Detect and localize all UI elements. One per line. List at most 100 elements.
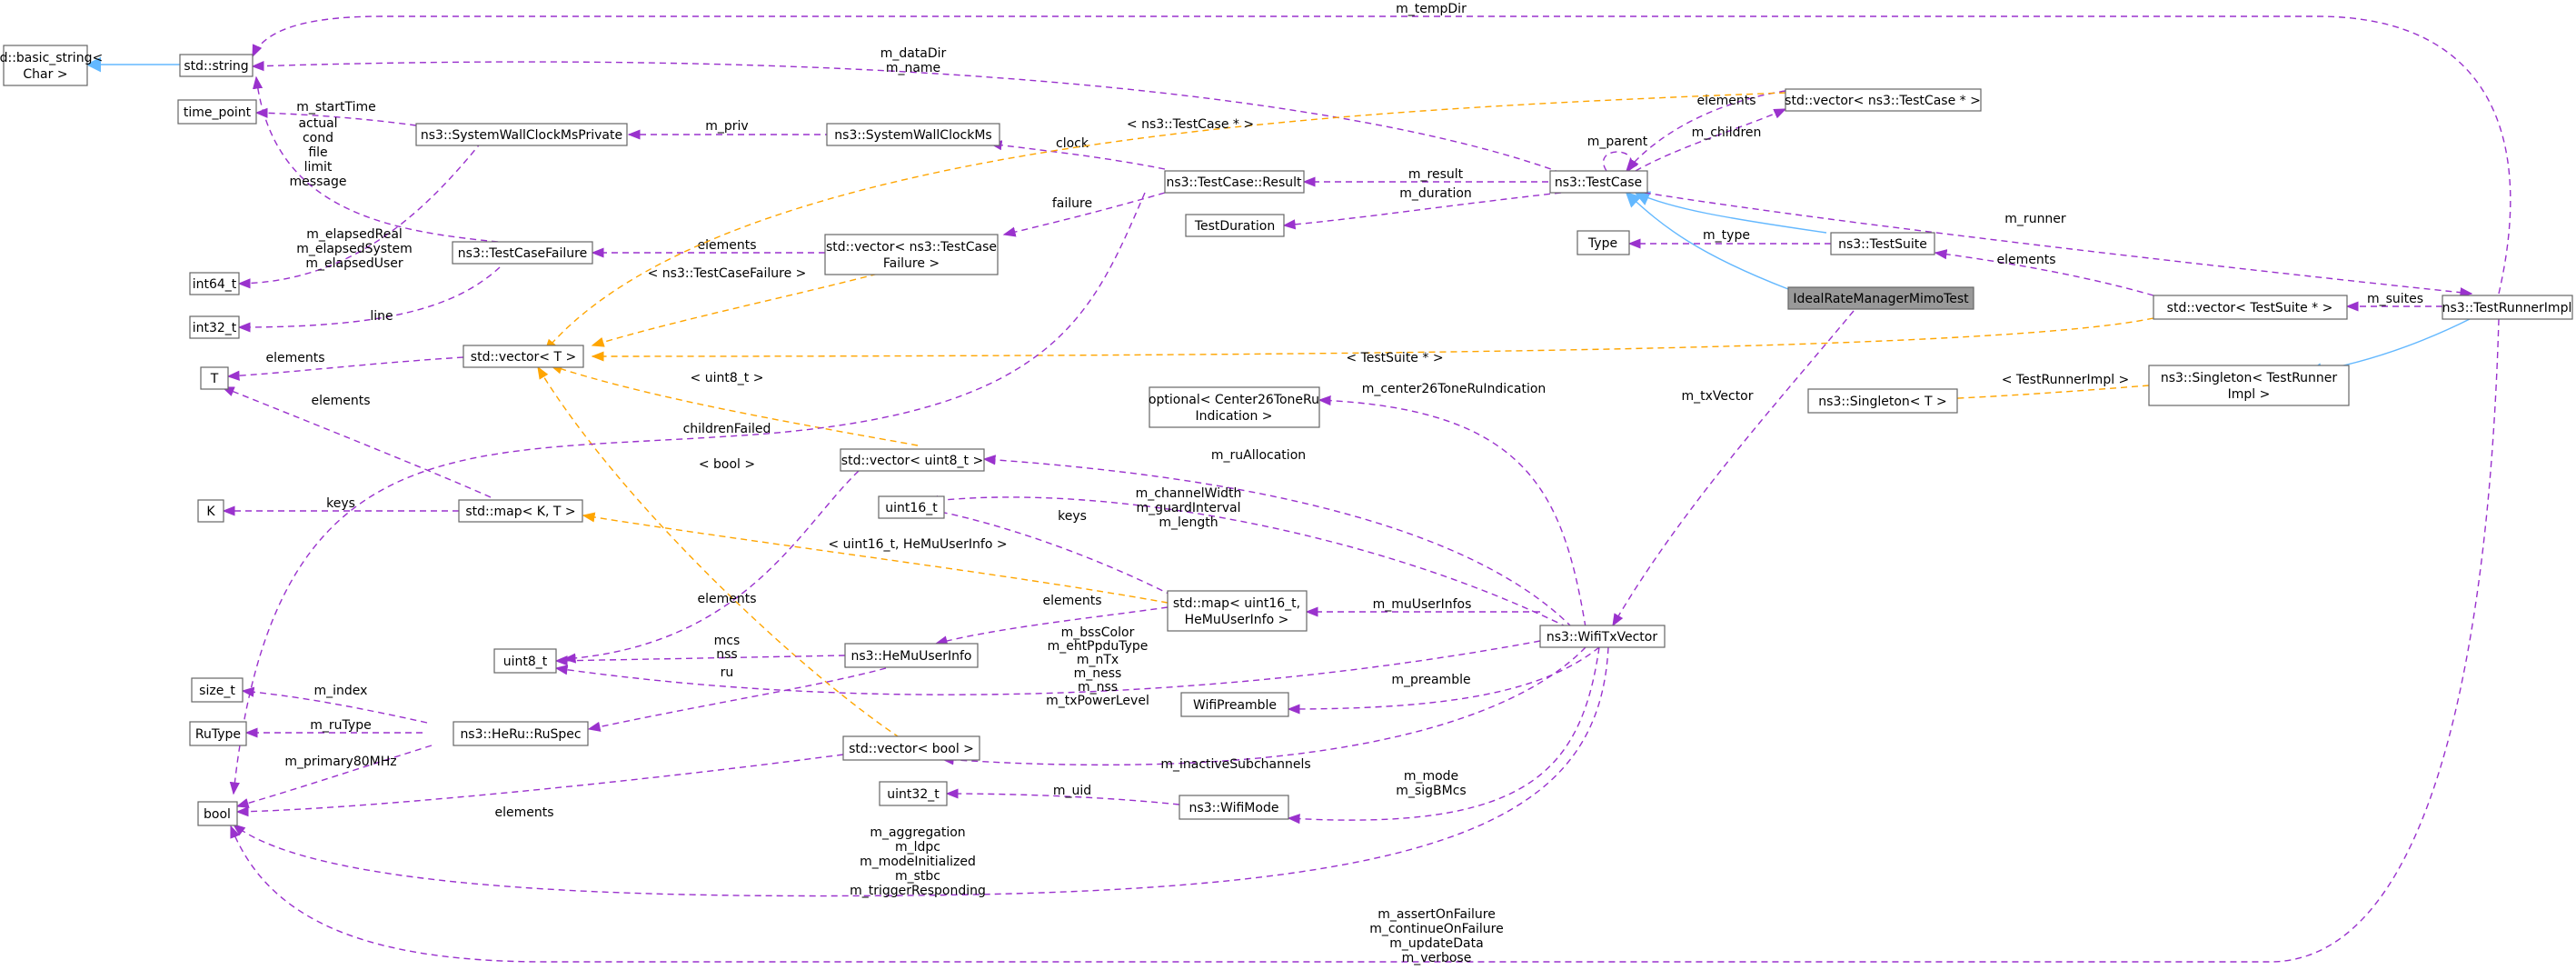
node-uint16[interactable]: uint16_t xyxy=(878,495,945,519)
svg-text:ns3::WifiMode: ns3::WifiMode xyxy=(1189,801,1279,815)
edge-mapu16-to-hemui: elements xyxy=(934,594,1169,646)
node-he-ru-spec[interactable]: ns3::HeRu::RuSpec xyxy=(453,721,589,746)
node-test-case-failure[interactable]: ns3::TestCaseFailure xyxy=(452,241,593,265)
svg-text:elements: elements xyxy=(311,394,370,408)
edge-uint16-to-mapu16: keys xyxy=(925,505,1173,596)
node-size-t[interactable]: size_t xyxy=(191,677,244,703)
node-test-case-result[interactable]: ns3::TestCase::Result xyxy=(1164,170,1305,194)
svg-text:int32_t: int32_t xyxy=(193,321,237,335)
node-uint8[interactable]: uint8_t xyxy=(493,648,557,674)
node-T[interactable]: T xyxy=(200,366,229,390)
edge-type-to-testsuite: m_type xyxy=(1627,228,1831,249)
svg-text:uint8_t: uint8_t xyxy=(503,655,548,669)
svg-text:< TestRunnerImpl >: < TestRunnerImpl > xyxy=(2002,373,2130,387)
edge-uint32-to-wmode: m_uid xyxy=(945,784,1180,805)
svg-text:ns3::WifiTxVector: ns3::WifiTxVector xyxy=(1547,630,1657,645)
svg-text:TestDuration: TestDuration xyxy=(1194,219,1275,234)
node-vector-test-suite-ptr[interactable]: std::vector< TestSuite * > xyxy=(2153,295,2348,320)
node-test-duration[interactable]: TestDuration xyxy=(1185,214,1285,237)
edge-vect-to-vecbool: < bool > xyxy=(537,365,910,745)
svg-text:m_type: m_type xyxy=(1703,228,1750,243)
node-vector-test-case-ptr[interactable]: std::vector< ns3::TestCase * > xyxy=(1785,88,1982,112)
node-test-suite[interactable]: ns3::TestSuite xyxy=(1830,232,1935,255)
node-map-uint16-hemuuserinfo[interactable]: std::map< uint16_t,HeMuUserInfo > xyxy=(1167,590,1308,632)
svg-text:elements: elements xyxy=(1996,253,2055,267)
edge-txvec-to-vecbool: m_inactiveSubchannels xyxy=(940,646,1586,772)
edge-irm-to-txvec: m_txVector xyxy=(1612,310,1855,627)
svg-text:std::vector< bool >: std::vector< bool > xyxy=(849,742,974,756)
svg-text:clock: clock xyxy=(1056,136,1089,151)
svg-text:std::map< K, T >: std::map< K, T > xyxy=(465,505,575,519)
edge-mapkt-to-mapu16: < uint16_t, HeMuUserInfo > xyxy=(582,512,1169,604)
svg-text:ns3::SystemWallClockMs: ns3::SystemWallClockMs xyxy=(834,128,991,143)
edge-vectcf-to-result: failure xyxy=(1002,192,1166,237)
edge-trimpl-inherits-singtr xyxy=(2306,317,2472,378)
edge-uint8-to-vecu8: elements xyxy=(562,470,860,664)
node-singleton-T[interactable]: ns3::Singleton< T > xyxy=(1807,388,1958,414)
node-vector-uint8[interactable]: std::vector< uint8_t > xyxy=(840,448,985,472)
node-uint32[interactable]: uint32_t xyxy=(879,781,948,806)
node-system-wall-clock-ms-private[interactable]: ns3::SystemWallClockMsPrivate xyxy=(415,123,628,146)
edge-irm-inherits-testcase xyxy=(1625,191,1789,290)
edge-txvec-to-vecu8: m_ruAllocation xyxy=(982,448,1573,628)
edge-vects-to-trimpl: m_suites xyxy=(2345,292,2442,312)
node-wifi-tx-vector[interactable]: ns3::WifiTxVector xyxy=(1539,625,1666,648)
edge-rutype-to-heru: m_ruType xyxy=(244,718,423,738)
edge-tdur-to-testcase: m_duration xyxy=(1282,186,1562,230)
node-int32[interactable]: int32_t xyxy=(189,315,240,339)
svg-text:m_muUserInfos: m_muUserInfos xyxy=(1373,597,1472,612)
svg-text:< ns3::TestCase * >: < ns3::TestCase * > xyxy=(1127,117,1254,132)
node-wifi-mode[interactable]: ns3::WifiMode xyxy=(1179,795,1289,820)
node-vector-T[interactable]: std::vector< T > xyxy=(462,345,584,368)
svg-text:elements: elements xyxy=(265,351,324,365)
node-he-mu-user-info[interactable]: ns3::HeMuUserInfo xyxy=(844,643,979,668)
svg-text:m_startTime: m_startTime xyxy=(296,100,376,115)
node-test-case[interactable]: ns3::TestCase xyxy=(1549,170,1648,194)
node-int64[interactable]: int64_t xyxy=(189,272,240,295)
node-system-wall-clock-ms[interactable]: ns3::SystemWallClockMs xyxy=(826,123,1000,146)
node-vector-bool[interactable]: std::vector< bool > xyxy=(842,735,980,761)
node-bool[interactable]: bool xyxy=(197,801,238,826)
svg-text:< uint8_t >: < uint8_t > xyxy=(691,371,764,385)
node-K[interactable]: K xyxy=(197,499,224,523)
edge-tcf-to-vectcf: elements xyxy=(591,238,825,258)
svg-text:size_t: size_t xyxy=(199,684,235,698)
svg-text:m_runner: m_runner xyxy=(2004,212,2066,226)
node-time-point[interactable]: time_point xyxy=(177,99,257,125)
edge-bool-to-result: childrenFailed xyxy=(229,192,1146,795)
svg-text:m_index: m_index xyxy=(314,684,368,698)
svg-text:ns3::TestCase::Result: ns3::TestCase::Result xyxy=(1166,175,1302,190)
svg-text:failure: failure xyxy=(1052,196,1092,211)
svg-text:m_ruAllocation: m_ruAllocation xyxy=(1211,448,1306,463)
edge-hemui-to-heru: ru xyxy=(587,665,887,732)
svg-text:ns3::TestRunnerImpl: ns3::TestRunnerImpl xyxy=(2442,301,2572,315)
svg-text:m_center26ToneRuIndication: m_center26ToneRuIndication xyxy=(1362,382,1547,396)
svg-text:ns3::Singleton< T >: ns3::Singleton< T > xyxy=(1818,395,1946,409)
svg-text:m_inactiveSubchannels: m_inactiveSubchannels xyxy=(1160,757,1310,772)
svg-text:K: K xyxy=(206,505,215,519)
node-test-runner-impl[interactable]: ns3::TestRunnerImpl xyxy=(2442,295,2573,320)
node-ideal-rate-manager-mimo-test[interactable]: IdealRateManagerMimoTest xyxy=(1787,286,1974,310)
svg-text:std::map< uint16_t,HeMuUserInf: std::map< uint16_t,HeMuUserInfo > xyxy=(1173,596,1300,627)
node-basic-string[interactable]: std::basic_string<Char > xyxy=(0,45,103,86)
edge-string-to-trimpl: m_tempDir xyxy=(252,2,2511,295)
svg-text:std::vector< uint8_t >: std::vector< uint8_t > xyxy=(841,454,983,468)
edge-vect-to-vects: < TestSuite * > xyxy=(591,317,2154,365)
node-type[interactable]: Type xyxy=(1576,230,1630,255)
node-wifi-preamble[interactable]: WifiPreamble xyxy=(1180,692,1289,717)
svg-text:m_parent: m_parent xyxy=(1587,135,1648,149)
node-map-K-T[interactable]: std::map< K, T > xyxy=(458,499,583,523)
node-string[interactable]: std::string xyxy=(179,54,254,77)
node-ru-type[interactable]: RuType xyxy=(189,721,247,746)
edge-testcase-to-trimpl: m_runner xyxy=(1644,192,2473,298)
